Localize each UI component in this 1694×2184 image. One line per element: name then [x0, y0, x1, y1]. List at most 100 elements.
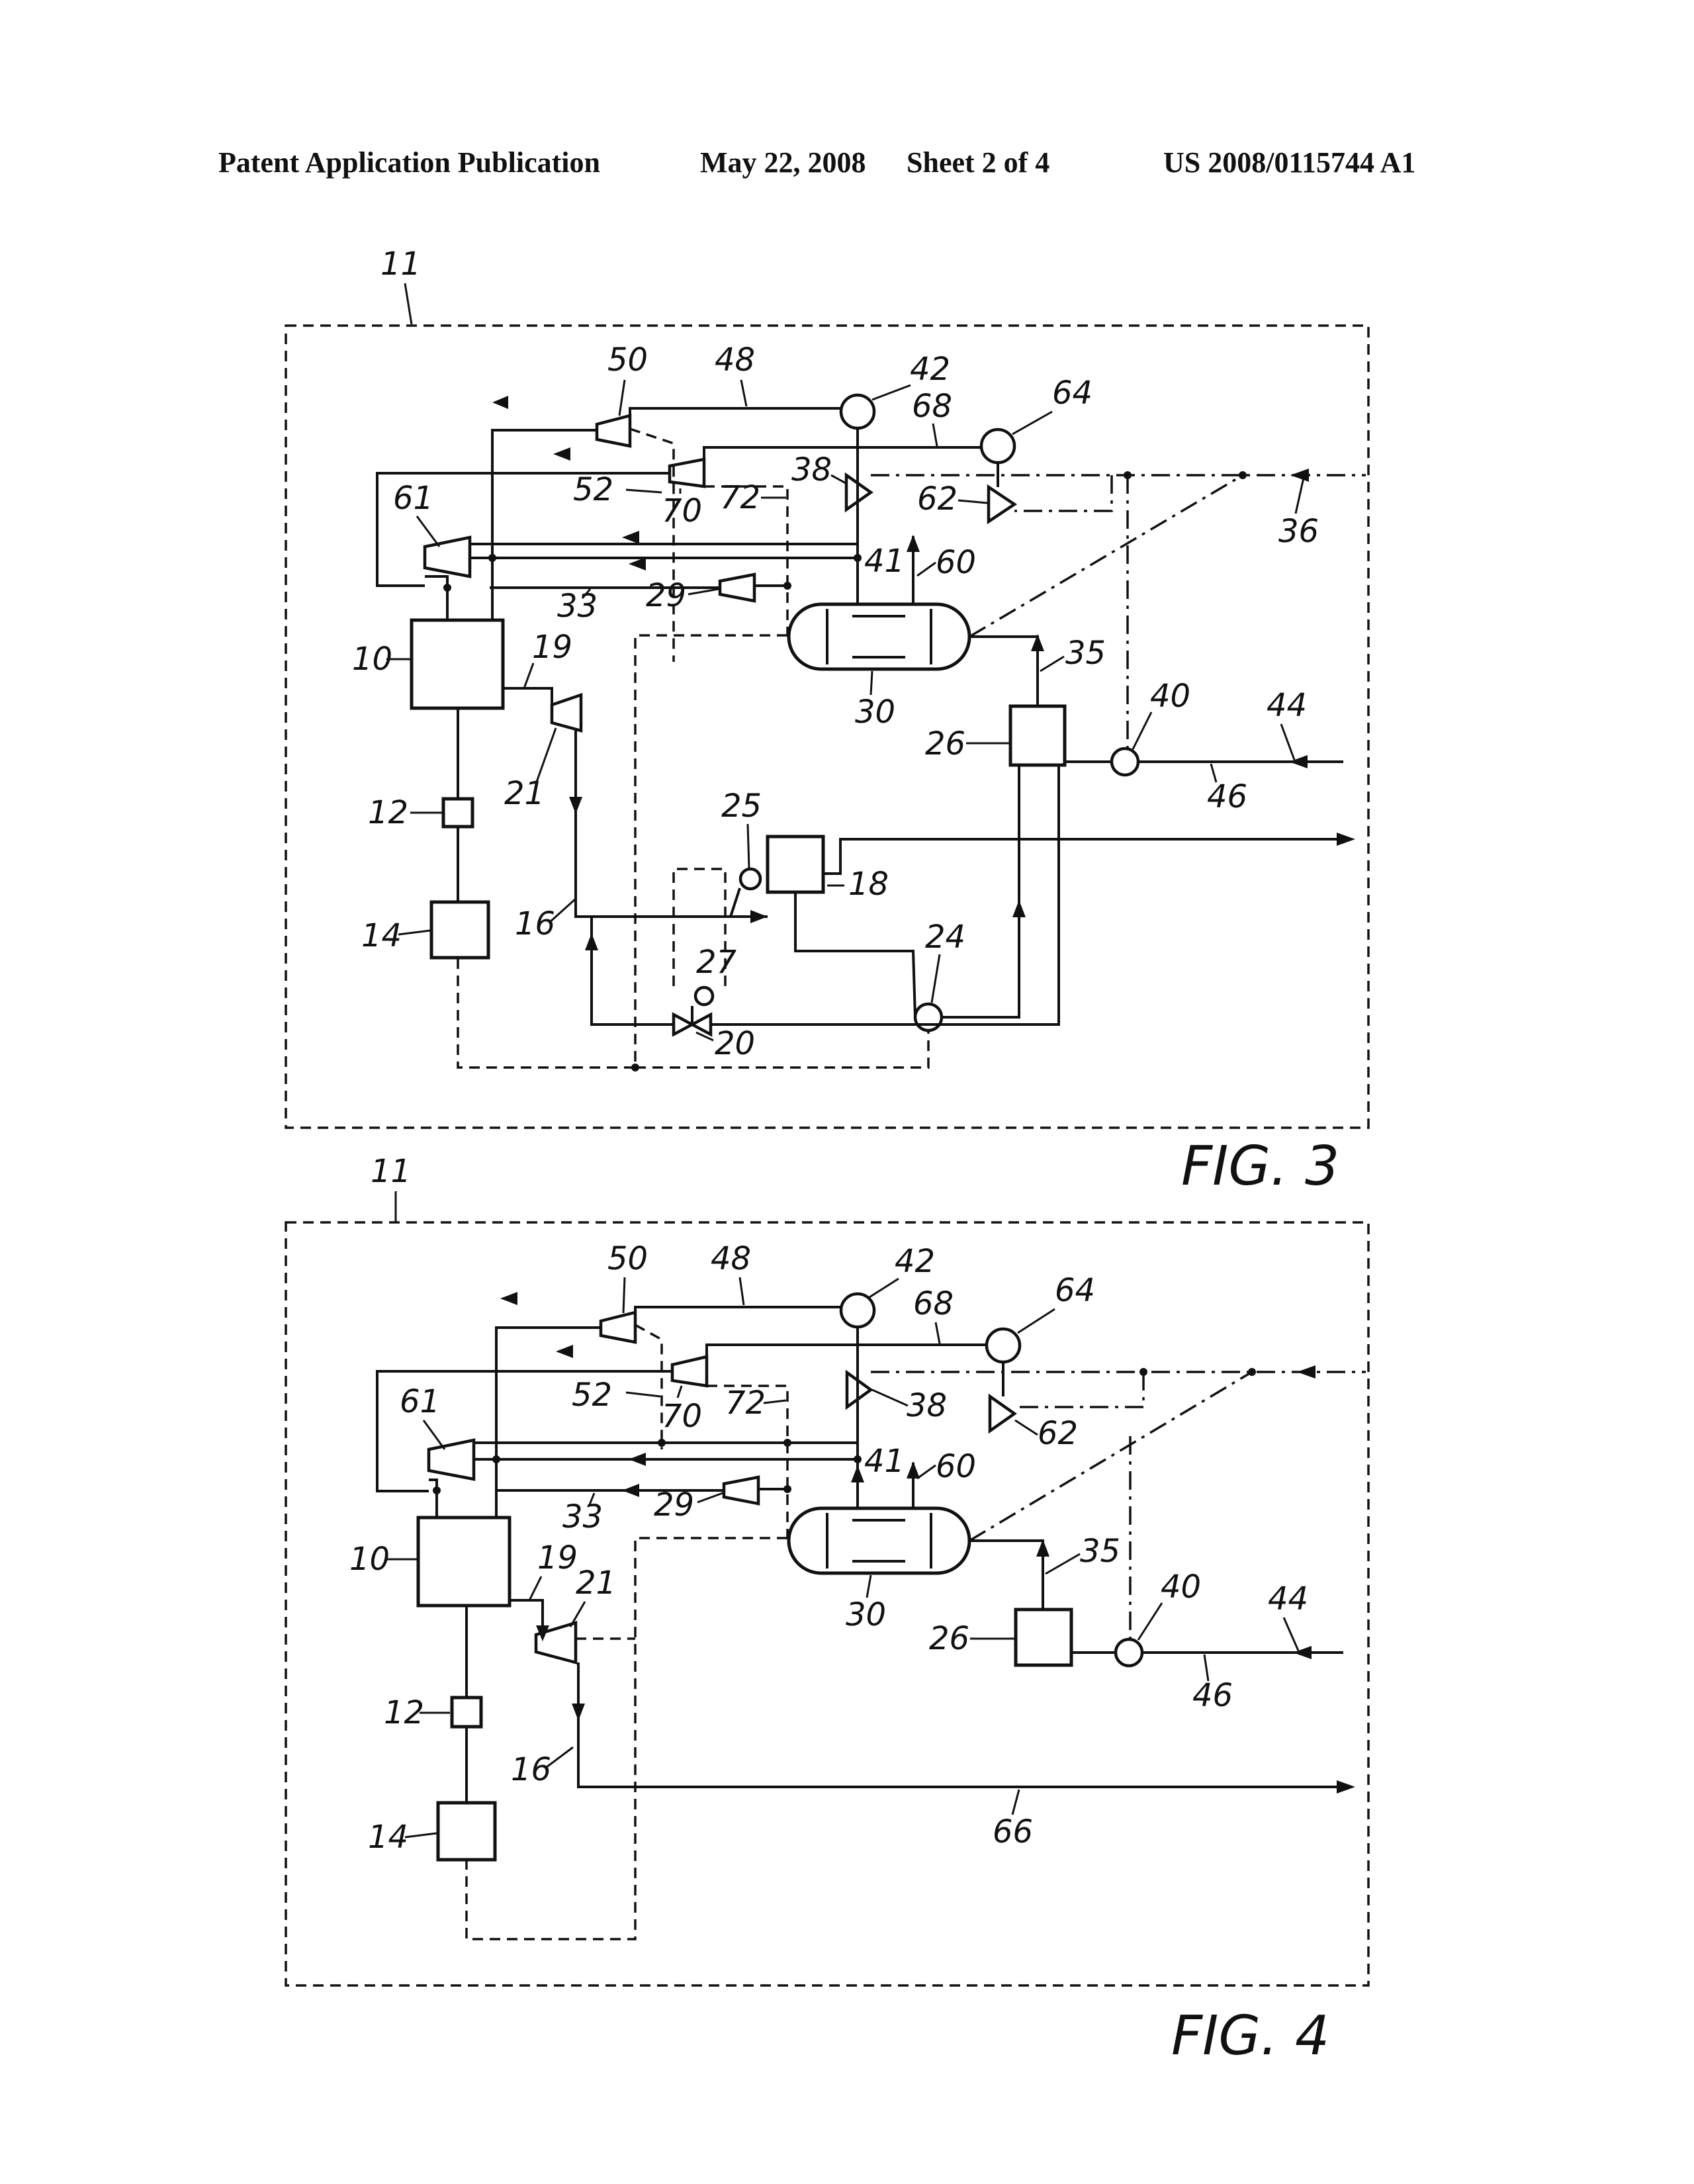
reactor-10 [418, 1518, 510, 1606]
vessel-64 [987, 1329, 1020, 1362]
junction [854, 1455, 862, 1463]
ref-16: 16 [511, 1751, 551, 1788]
compressor-29 [724, 1477, 758, 1504]
ref-66: 66 [993, 1813, 1033, 1850]
line-35 [969, 637, 1038, 706]
leader [626, 490, 662, 492]
ref-12: 12 [368, 794, 408, 831]
junction [783, 582, 791, 590]
junction [1239, 471, 1247, 479]
leader [626, 1392, 660, 1396]
compressor-70 [670, 459, 704, 486]
ref-44: 44 [1268, 1580, 1308, 1617]
ref-72: 72 [725, 1385, 766, 1422]
ref-50: 50 [607, 1240, 648, 1277]
line-19 [503, 688, 552, 705]
leader [524, 663, 533, 688]
compressor-61 [425, 537, 470, 576]
ref-46: 46 [1192, 1677, 1233, 1714]
compressor-61 [429, 1440, 474, 1479]
ref-20: 20 [715, 1025, 755, 1062]
figure-caption: FIG. 3 [1181, 1135, 1339, 1198]
ref-52: 52 [573, 471, 613, 508]
line-10-to-61 [429, 1480, 437, 1518]
leader [405, 1833, 437, 1837]
junction [433, 1486, 441, 1494]
arrow [572, 1704, 585, 1721]
unit-26 [1016, 1610, 1071, 1665]
leader [536, 728, 556, 784]
line-25-tap [731, 888, 740, 917]
compressor-50 [597, 416, 630, 446]
line-68 [704, 447, 981, 473]
line-35 [969, 1541, 1043, 1610]
leader [867, 1575, 871, 1598]
figure-4: 11 10 12 14 16 19 21 26 29 30 33 35 38 4… [286, 1153, 1368, 2068]
arrow [1297, 1365, 1315, 1379]
line-36-to-62 [1014, 475, 1112, 511]
leader [932, 954, 940, 1003]
junction [658, 1439, 666, 1447]
ref-50: 50 [607, 341, 648, 379]
leader [1296, 478, 1304, 514]
leader [1138, 1603, 1162, 1640]
arrow [1289, 755, 1308, 768]
leader [936, 1322, 940, 1343]
ref-61: 61 [393, 480, 433, 517]
ref-38: 38 [791, 451, 832, 488]
ref-11: 11 [371, 1153, 411, 1190]
leader [529, 1576, 541, 1600]
ref-25: 25 [721, 788, 762, 825]
ref-60: 60 [936, 1448, 976, 1485]
compressor-50 [601, 1312, 635, 1342]
line-24-to-26 [942, 765, 1019, 1017]
arrow [907, 535, 920, 552]
junction [1248, 1368, 1256, 1376]
ref-70: 70 [662, 492, 702, 529]
sensor-27 [695, 987, 713, 1005]
arrow [553, 447, 570, 461]
ref-48: 48 [711, 1240, 751, 1277]
line-19 [510, 1600, 543, 1636]
leader [424, 1420, 445, 1449]
arrow [492, 396, 508, 409]
unit-26 [1010, 706, 1065, 765]
ref-29: 29 [646, 577, 686, 614]
vessel-42 [841, 395, 874, 428]
line-36-to-62 [1014, 1372, 1143, 1407]
pump-triangle-62 [989, 487, 1014, 522]
ref-10: 10 [349, 1541, 390, 1578]
leader [619, 380, 625, 416]
leader [869, 1279, 899, 1297]
line-from-50 [496, 1328, 601, 1518]
ref-40: 40 [1150, 678, 1190, 715]
pump-24 [915, 1004, 942, 1030]
ref-18: 18 [848, 866, 889, 903]
leader [740, 1277, 744, 1305]
line-48 [635, 1307, 841, 1314]
ref-30: 30 [855, 694, 895, 731]
ref-24: 24 [925, 919, 965, 956]
junction [783, 1485, 791, 1493]
line-68 [707, 1345, 987, 1371]
leader [1040, 657, 1064, 671]
ref-16: 16 [515, 905, 555, 942]
leader [933, 424, 937, 446]
arrow [750, 910, 768, 923]
ref-19: 19 [537, 1539, 578, 1576]
junction [631, 1064, 639, 1071]
leader [1018, 1309, 1055, 1333]
ref-64: 64 [1055, 1272, 1095, 1309]
line-61-mid [474, 1459, 858, 1464]
ref-60: 60 [936, 544, 976, 581]
sensor-25 [740, 869, 760, 889]
arrow [556, 1345, 573, 1358]
pump-triangle-62 [990, 1396, 1014, 1431]
unit-14 [438, 1803, 495, 1860]
reactor-10 [412, 620, 503, 708]
leader [1284, 1617, 1298, 1651]
ref-35: 35 [1065, 635, 1106, 672]
leader [831, 475, 846, 483]
leader [1015, 1420, 1038, 1435]
